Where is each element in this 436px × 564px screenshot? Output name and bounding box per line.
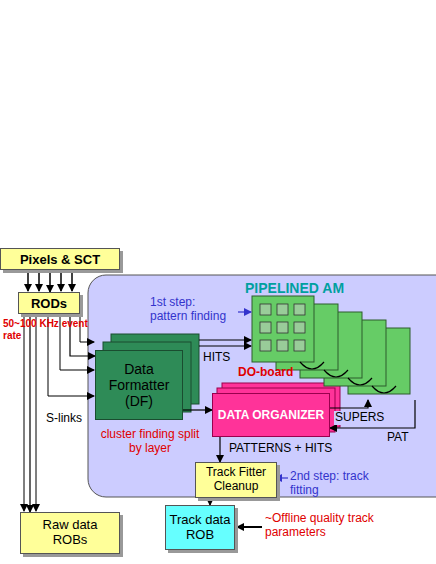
connector [219, 437, 220, 462]
rate-note: 50~100 KHz event rate [3, 318, 91, 341]
system-panel [88, 275, 436, 497]
quality-note: ~Offline quality track parameters [265, 512, 375, 540]
am-heading: PIPELINED AM [245, 280, 425, 400]
connector [209, 498, 210, 505]
rob-box: Track data ROB [165, 505, 235, 550]
edge-label: PATTERNS + HITS [228, 442, 333, 456]
board-label: DO-board [238, 366, 308, 380]
rob-box: Raw data ROBs [20, 512, 120, 554]
step-note: 2nd step: track fitting [290, 470, 380, 498]
step-leader [238, 311, 251, 312]
edge-label: SUPERS [334, 411, 385, 425]
readout-arrows [28, 271, 72, 291]
node-text: Data Formatter (DF) [100, 361, 178, 409]
am-boards [252, 296, 410, 394]
edge-label: HITS [202, 351, 231, 365]
fitter-box: Track Fitter Cleanup [195, 462, 277, 498]
connector [49, 270, 51, 292]
organizer-box: DATA ORGANIZER [212, 393, 330, 437]
connector [183, 409, 212, 410]
slink-lines [24, 315, 94, 511]
step-note: 1st step: pattern finding [150, 296, 236, 324]
node-text: Pixels & SCT [20, 252, 100, 267]
connector [330, 400, 415, 428]
node-text: Track data ROB [169, 513, 231, 543]
hits-lines [199, 340, 251, 346]
rod-box: RODs [18, 292, 80, 314]
node-text: DATA ORGANIZER [218, 408, 324, 422]
edge-label: PAT [386, 431, 410, 445]
node-text: Raw data ROBs [24, 518, 116, 548]
node-text: Track Fitter Cleanup [198, 466, 274, 494]
quality-leader [237, 526, 262, 528]
node-text: PIPELINED AM [245, 280, 344, 296]
df-note: cluster finding split by layer [100, 428, 200, 456]
node-text: RODs [31, 296, 67, 311]
detector-box: Pixels & SCT [0, 248, 120, 270]
connector [330, 400, 368, 408]
formatter-box: Data Formatter (DF) [95, 350, 183, 420]
link-label: S-links [46, 412, 92, 426]
connector [29, 314, 30, 512]
